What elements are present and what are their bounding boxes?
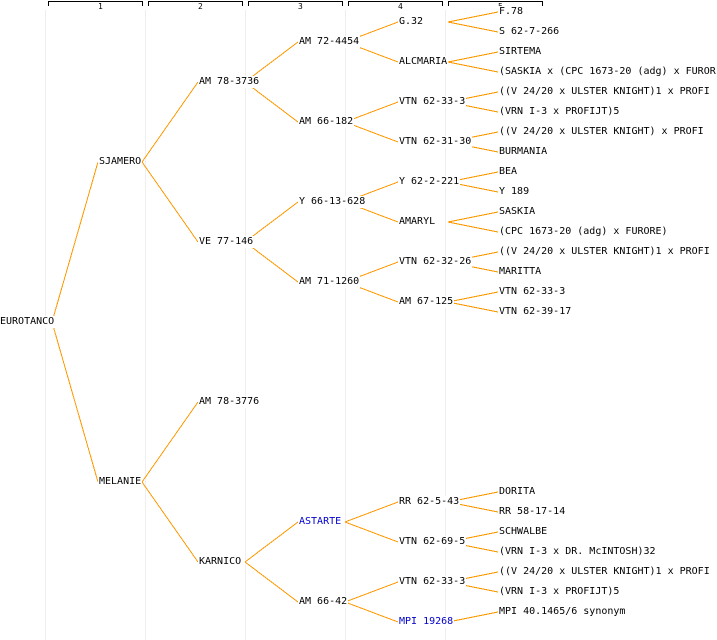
pedigree-leaf[interactable]: (SASKIA x (CPC 1673-20 (adg) x FUROR	[498, 66, 717, 78]
pedigree-connector	[51, 321, 99, 483]
pedigree-connector	[344, 521, 399, 543]
pedigree-leaf[interactable]: Y 189	[498, 186, 531, 198]
pedigree-connector	[447, 301, 499, 313]
generation-number: 2	[198, 2, 203, 11]
pedigree-node[interactable]: RR 62-5-43	[398, 496, 461, 508]
pedigree-connector	[244, 41, 299, 83]
pedigree-connector	[447, 291, 499, 303]
pedigree-connector	[344, 501, 399, 523]
pedigree-node[interactable]: VE 77-146	[198, 236, 255, 248]
pedigree-leaf[interactable]: (VRN I-3 x PROFIJT)5	[498, 106, 621, 118]
pedigree-leaf[interactable]: RR 58-17-14	[498, 506, 567, 518]
pedigree-leaf[interactable]: ((V 24/20 x ULSTER KNIGHT) x PROFI	[498, 126, 705, 138]
pedigree-node[interactable]: VTN 62-69-5	[398, 536, 467, 548]
pedigree-leaf[interactable]: F.78	[498, 6, 525, 18]
pedigree-node[interactable]: MELANIE	[98, 476, 143, 488]
pedigree-node[interactable]: AM 78-3736	[198, 76, 261, 88]
pedigree-node[interactable]: AM 66-42	[298, 596, 349, 608]
pedigree-connector	[244, 521, 299, 563]
pedigree-node[interactable]: SJAMERO	[98, 156, 143, 168]
pedigree-node[interactable]: VTN 62-32-26	[398, 256, 473, 268]
pedigree-leaf[interactable]: SASKIA	[498, 206, 537, 218]
pedigree-connector	[447, 11, 499, 23]
pedigree-leaf[interactable]: BEA	[498, 166, 519, 178]
pedigree-leaf[interactable]: (VRN I-3 x PROFIJT)5	[498, 586, 621, 598]
pedigree-connector	[51, 161, 99, 323]
pedigree-node[interactable]: AM 66-182	[298, 116, 355, 128]
pedigree-connector	[244, 81, 299, 123]
generation-number: 3	[298, 2, 303, 11]
pedigree-connector	[141, 81, 199, 163]
pedigree-node[interactable]: Y 62-2-221	[398, 176, 461, 188]
pedigree-leaf[interactable]: MARITTA	[498, 266, 543, 278]
pedigree-node[interactable]: ALCMARIA	[398, 56, 449, 68]
pedigree-node-link[interactable]: ASTARTE	[298, 516, 343, 528]
pedigree-node[interactable]: G.32	[398, 16, 425, 28]
generation-number: 1	[98, 2, 103, 11]
pedigree-leaf[interactable]: BURMANIA	[498, 146, 549, 158]
pedigree-connector	[141, 401, 199, 483]
pedigree-connector	[447, 211, 499, 223]
pedigree-leaf[interactable]: VTN 62-33-3	[498, 286, 567, 298]
pedigree-leaf[interactable]: (VRN I-3 x DR. McINTOSH)32	[498, 546, 657, 558]
pedigree-node[interactable]: AM 67-125	[398, 296, 455, 308]
pedigree-leaf[interactable]: S 62-7-266	[498, 26, 561, 38]
pedigree-connector	[447, 61, 499, 73]
pedigree-leaf[interactable]: ((V 24/20 x ULSTER KNIGHT)1 x PROFI	[498, 86, 711, 98]
pedigree-node[interactable]: Y 66-13-628	[298, 196, 367, 208]
pedigree-leaf[interactable]: MPI 40.1465/6 synonym	[498, 606, 627, 618]
pedigree-node[interactable]: VTN 62-31-30	[398, 136, 473, 148]
pedigree-node-link[interactable]: MPI 19268	[398, 616, 455, 628]
pedigree-node[interactable]: AM 72-4454	[298, 36, 361, 48]
pedigree-leaf[interactable]: (CPC 1673-20 (adg) x FURORE)	[498, 226, 669, 238]
pedigree-leaf[interactable]: VTN 62-39-17	[498, 306, 573, 318]
pedigree-root[interactable]: EUROTANCO	[0, 316, 56, 328]
pedigree-connector	[141, 481, 199, 563]
pedigree-connector	[344, 601, 399, 623]
pedigree-connector	[344, 581, 399, 603]
pedigree-leaf[interactable]: SCHWALBE	[498, 526, 549, 538]
pedigree-leaf[interactable]: DORITA	[498, 486, 537, 498]
pedigree-leaf[interactable]: ((V 24/20 x ULSTER KNIGHT)1 x PROFI	[498, 246, 711, 258]
pedigree-node[interactable]: VTN 62-33-3	[398, 576, 467, 588]
pedigree-connector	[447, 221, 499, 233]
pedigree-connector	[447, 21, 499, 33]
pedigree-leaf[interactable]: ((V 24/20 x ULSTER KNIGHT)1 x PROFI	[498, 566, 711, 578]
pedigree-connector	[447, 611, 499, 623]
pedigree-connector	[244, 201, 299, 243]
pedigree-node[interactable]: AM 78-3776	[198, 396, 261, 408]
pedigree-node[interactable]: KARNICO	[198, 556, 243, 568]
pedigree-node[interactable]: AM 71-1260	[298, 276, 361, 288]
pedigree-connector	[244, 561, 299, 603]
pedigree-connector	[447, 51, 499, 63]
pedigree-connector	[244, 241, 299, 283]
pedigree-node[interactable]: AMARYL	[398, 216, 437, 228]
pedigree-connector	[141, 161, 199, 243]
generation-number: 4	[398, 2, 403, 11]
pedigree-node[interactable]: VTN 62-33-3	[398, 96, 467, 108]
pedigree-leaf[interactable]: SIRTEMA	[498, 46, 543, 58]
